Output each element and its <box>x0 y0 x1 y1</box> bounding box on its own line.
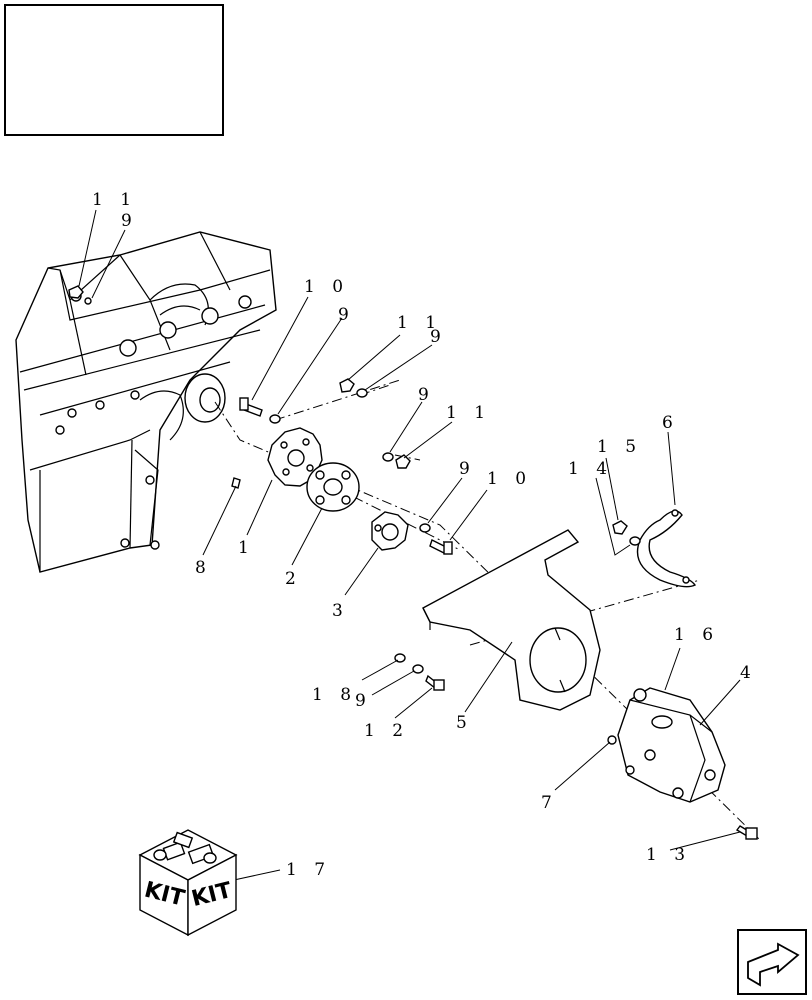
callout-11: 1 1 <box>397 313 442 333</box>
coupling-1 <box>267 427 323 487</box>
callout-16: 1 6 <box>674 625 719 645</box>
washer-9-upper <box>269 414 281 424</box>
callout-17: 1 7 <box>286 860 331 880</box>
hydraulic-pump-4 <box>617 687 726 803</box>
callout-9: 9 <box>459 459 476 479</box>
bolt-13 <box>735 825 758 840</box>
callout-11: 1 1 <box>92 190 137 210</box>
callout-1: 1 <box>238 538 255 558</box>
flex-disc-2 <box>306 462 360 512</box>
leader-lines <box>78 209 741 881</box>
callout-9: 9 <box>418 385 435 405</box>
nut-11-a <box>339 378 355 393</box>
strap-6 <box>636 509 697 588</box>
callout-5: 5 <box>456 713 473 733</box>
nut-15 <box>612 520 628 535</box>
callout-2: 2 <box>285 569 302 589</box>
callout-10: 1 0 <box>487 469 532 489</box>
engine-housing <box>15 231 277 573</box>
kit-box-17: KIT KIT <box>138 829 238 937</box>
washer-9-e <box>412 664 424 674</box>
callout-4: 4 <box>740 663 757 683</box>
pin-8 <box>231 477 241 489</box>
washer-14 <box>629 536 641 546</box>
callout-15: 1 5 <box>597 437 642 457</box>
callouts: 1 1 9 1 0 9 1 1 9 9 1 1 9 1 0 6 1 5 1 4 … <box>92 190 757 880</box>
callout-8: 8 <box>195 558 212 578</box>
callout-14: 1 4 <box>568 459 613 479</box>
callout-18: 1 8 <box>312 685 357 705</box>
callout-7: 7 <box>541 793 558 813</box>
callout-9: 9 <box>355 691 372 711</box>
bracket-5 <box>422 529 601 711</box>
flange-3 <box>371 511 409 551</box>
washer-9-b <box>356 388 368 398</box>
washer-9-c <box>382 452 394 462</box>
next-page-arrow-icon[interactable] <box>737 929 807 995</box>
callout-6: 6 <box>662 413 679 433</box>
callout-12: 1 2 <box>364 721 409 741</box>
callout-9: 9 <box>121 211 138 231</box>
callout-9: 9 <box>338 305 355 325</box>
callout-3: 3 <box>332 601 349 621</box>
washer-9-d <box>419 523 431 533</box>
bolt-10-upper <box>239 397 263 417</box>
callout-13: 1 3 <box>646 845 691 865</box>
title-block <box>4 4 224 136</box>
nut-11-b <box>395 454 411 469</box>
callout-11: 1 1 <box>446 403 491 423</box>
bolt-10-lower <box>429 539 453 555</box>
callout-10: 1 0 <box>304 277 349 297</box>
nut-11-c <box>68 285 84 299</box>
callout-9: 9 <box>430 327 447 347</box>
bolt-12 <box>425 674 445 691</box>
